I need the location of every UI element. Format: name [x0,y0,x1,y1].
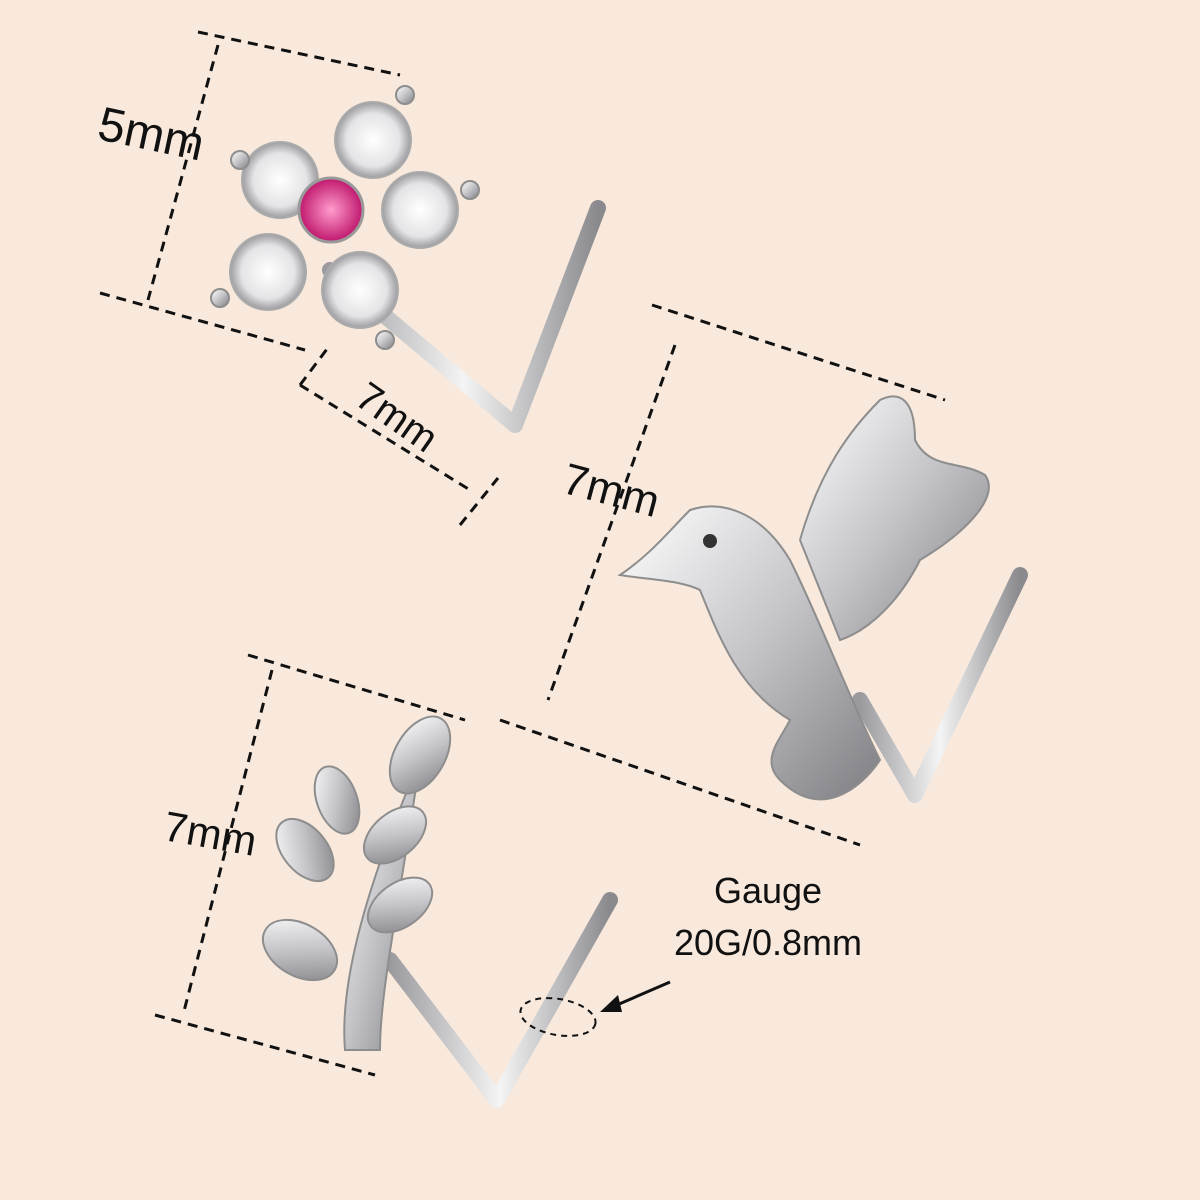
flower-dimension-lines [99,30,500,526]
pink-center-gem [297,176,365,244]
gauge-title: Gauge [714,870,822,911]
leaf-height-label: 7mm [160,802,260,864]
flower-stud [210,85,606,433]
hummingbird-height-label: 7mm [558,454,665,527]
leaf-stud [262,715,618,1108]
flower-height-label: 5mm [93,98,208,172]
gauge-arrowhead-icon [600,995,622,1012]
leaf-dimension-lines [154,653,466,1077]
hummingbird-dimension-lines [499,303,946,847]
hummingbird-stud [617,395,1028,803]
bird-eye [703,534,717,548]
bird-body [617,505,882,801]
flower-head [210,85,480,350]
bird-wing [798,395,990,642]
gauge-value: 20G/0.8mm [674,922,862,963]
flower-width-label: 7mm [348,374,446,461]
gauge-highlight-ellipse [519,997,597,1037]
